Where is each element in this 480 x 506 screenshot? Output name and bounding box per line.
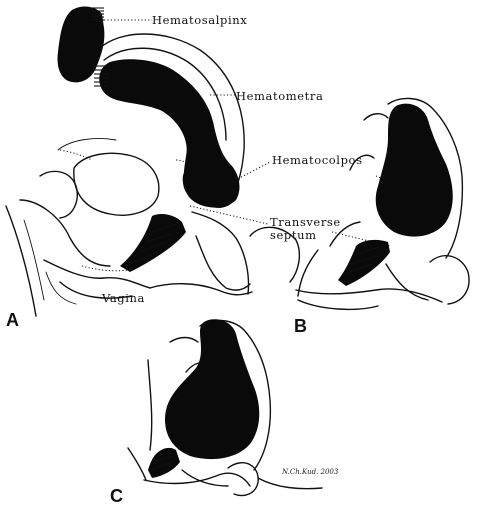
artist-signature: N.Ch.Kud. 2003 [281,468,339,476]
panel-label-b: B [294,316,307,336]
label-hematometra: Hematometra [236,89,323,103]
hematometra-mass-b [375,103,453,237]
vaginal-canal-b [338,239,390,286]
panel-label-c: C [110,486,123,506]
label-transverse: Transverse [270,215,341,229]
hematosalpinx-mass [57,6,105,83]
leader-lines [104,19,397,247]
label-hematosalpinx: Hematosalpinx [152,13,247,27]
vaginal-canal-c [148,447,180,478]
vaginal-canal [120,214,186,272]
label-hematocolpos: Hematocolpos [272,153,363,167]
hematocolpos-mass-a [182,167,239,208]
panel-b-drawing [295,97,470,311]
hematometra-mass-c [165,319,260,460]
label-vagina: Vagina [101,291,145,305]
panel-c-drawing [127,319,323,497]
panel-label-a: A [6,310,19,330]
label-septum: septum [270,228,317,242]
panel-a-drawing [5,6,301,317]
